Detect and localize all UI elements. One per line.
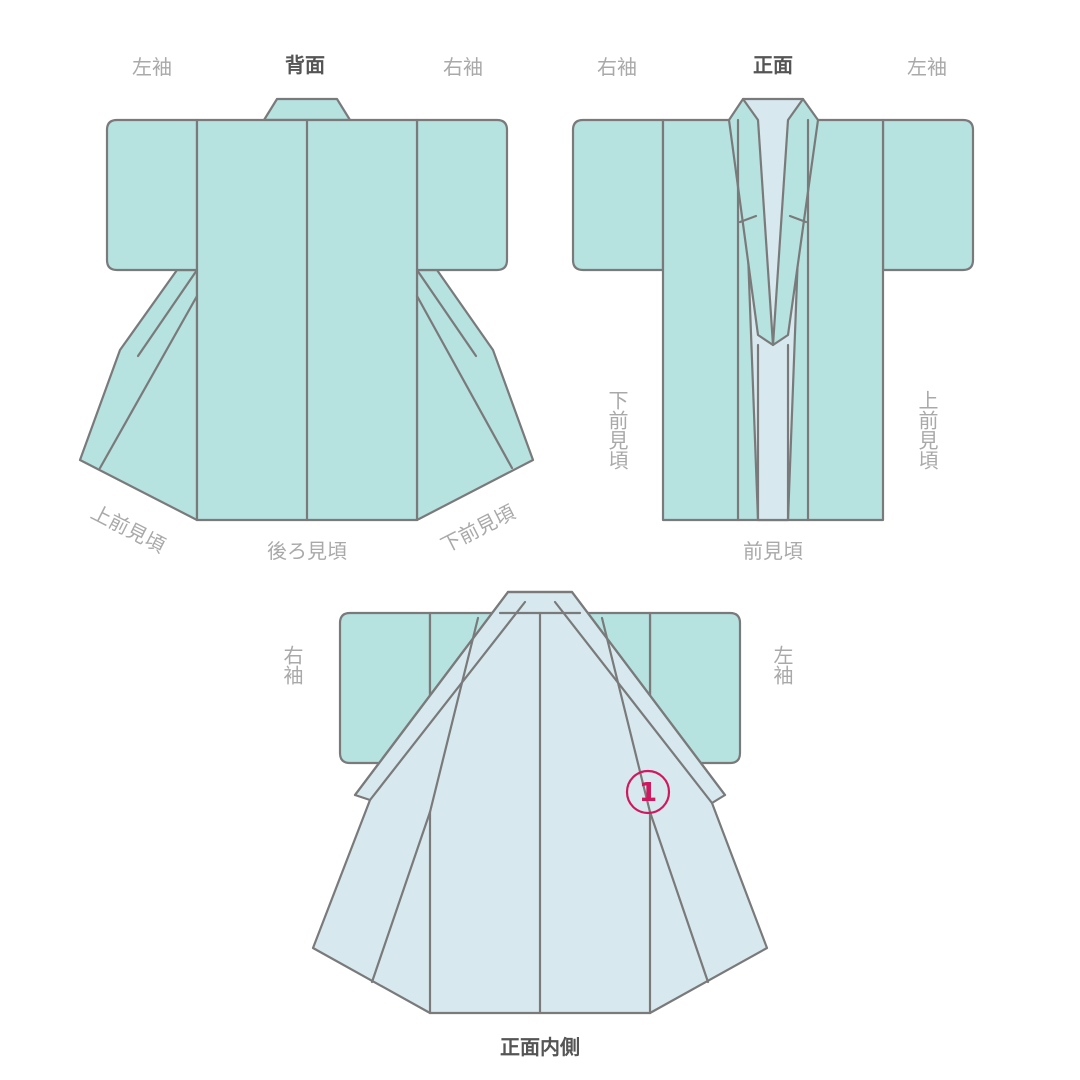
back-right-okumi <box>415 268 535 522</box>
inside-right-sleeve-label: 右袖 <box>280 645 304 685</box>
inside-right-collar-inner <box>553 600 714 805</box>
inside-left-gusset-seam <box>370 810 432 984</box>
marker-1: 1 <box>625 769 671 815</box>
inside-view: 右袖 左袖 正面内側 1 <box>280 590 794 1059</box>
back-right-panel-label: 下前見頃 <box>437 500 519 558</box>
inside-left-collar-inner <box>368 600 527 802</box>
back-left-sleeve <box>105 118 199 272</box>
back-right-sleeve-label: 右袖 <box>443 55 483 79</box>
inside-left-sleeve-label: 左袖 <box>770 645 794 685</box>
front-right-collar <box>771 97 820 347</box>
back-left-okumi <box>78 268 199 522</box>
marker-circle <box>625 769 671 815</box>
front-panel-label: 前見頃 <box>743 539 803 563</box>
front-left-panel-label: 下前見頃 <box>605 390 629 470</box>
front-left-collar-tick <box>738 214 758 224</box>
front-right-collar-tick <box>788 214 808 224</box>
inside-left-okumi-edge <box>428 616 480 814</box>
back-right-sleeve <box>415 118 509 272</box>
front-right-sleeve <box>571 118 665 272</box>
back-left-sleeve-label: 左袖 <box>132 55 172 79</box>
front-view-title: 正面 <box>753 53 793 77</box>
back-view-title: 背面 <box>285 53 325 77</box>
front-view: 右袖 正面 左袖 下前見頃 上前見頃 前見頃 <box>571 53 975 563</box>
back-right-okumi-seam <box>415 294 514 470</box>
front-left-sleeve <box>881 118 975 272</box>
front-left-collar <box>727 97 775 347</box>
back-left-okumi-seam-upper <box>136 268 199 358</box>
marker-number: 1 <box>639 778 657 808</box>
back-collar <box>262 97 352 122</box>
back-view: 左袖 背面 右袖 上前見頃 後ろ見頃 下前見頃 <box>78 53 535 563</box>
back-left-okumi-seam <box>98 294 199 470</box>
inside-right-okumi-edge <box>600 616 652 814</box>
inside-view-title: 正面内側 <box>500 1035 580 1059</box>
inside-right-collar-outer <box>570 590 727 797</box>
back-left-panel-label: 上前見頃 <box>87 500 169 558</box>
back-panel-label: 後ろ見頃 <box>267 539 347 563</box>
front-right-sleeve-label: 右袖 <box>597 55 637 79</box>
inside-right-gusset-seam <box>648 810 710 984</box>
inside-left-collar-outer <box>353 590 510 797</box>
front-left-sleeve-label: 左袖 <box>907 55 947 79</box>
back-right-okumi-seam-upper <box>415 268 478 358</box>
front-right-panel-label: 上前見頃 <box>915 390 939 470</box>
